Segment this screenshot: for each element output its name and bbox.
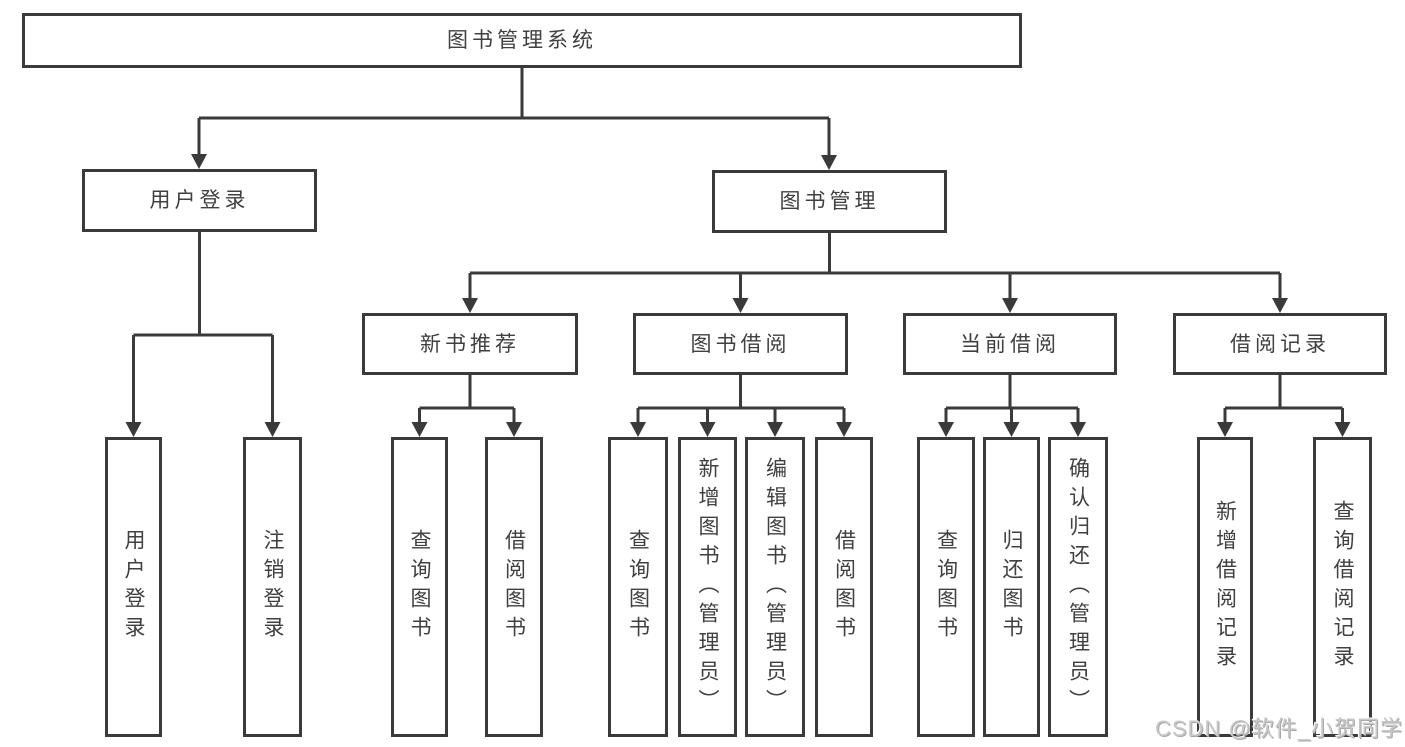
leaf-edit-book-admin: 编辑图书（管理员） xyxy=(745,437,805,737)
leaf-query-books-2: 查询图书 xyxy=(608,437,668,737)
leaf-query-borrow-record-label: 查询借阅记录 xyxy=(1331,500,1354,674)
node-new-book-rec-label: 新书推荐 xyxy=(420,332,520,356)
arrowhead-icon xyxy=(1070,422,1086,437)
connector-new-book-rec-subtree xyxy=(418,375,516,424)
arrowhead-icon xyxy=(1002,298,1018,313)
leaf-borrow-books-1-label: 借阅图书 xyxy=(502,529,526,645)
node-book-borrow: 图书借阅 xyxy=(633,313,848,375)
leaf-query-books-1-label: 查询图书 xyxy=(408,529,431,645)
arrowhead-icon xyxy=(462,298,478,313)
node-current-borrow-label: 当前借阅 xyxy=(960,332,1060,356)
arrowhead-icon xyxy=(506,422,522,437)
node-book-mgmt-label: 图书管理 xyxy=(779,190,880,213)
node-user-login: 用户登录 xyxy=(82,169,317,232)
leaf-query-borrow-record: 查询借阅记录 xyxy=(1313,437,1372,737)
leaf-confirm-return-admin: 确认归还（管理员） xyxy=(1048,437,1108,737)
arrowhead-icon xyxy=(1003,422,1020,437)
node-root: 图书管理系统 xyxy=(22,13,1022,68)
connector-book-mgmt-to-level3 xyxy=(468,233,1282,300)
leaf-return-book: 归还图书 xyxy=(983,437,1040,737)
connector-book-borrow-subtree xyxy=(636,375,846,424)
node-book-borrow-label: 图书借阅 xyxy=(690,332,791,356)
leaf-user-login-label: 用户登录 xyxy=(122,529,145,645)
node-user-login-label: 用户登录 xyxy=(149,189,250,212)
arrowhead-icon xyxy=(264,422,281,437)
connector-root-to-level2 xyxy=(197,68,831,157)
arrowhead-icon xyxy=(732,298,749,313)
connector-current-borrow-subtree xyxy=(944,375,1080,424)
connector-user-login-subtree xyxy=(132,232,274,424)
leaf-edit-book-admin-label: 编辑图书（管理员） xyxy=(763,456,787,718)
arrowhead-icon xyxy=(411,422,428,437)
arrowhead-icon xyxy=(1334,422,1351,437)
leaf-logout: 注销登录 xyxy=(243,437,302,737)
arrowhead-icon xyxy=(125,422,142,437)
node-borrow-records: 借阅记录 xyxy=(1173,313,1387,375)
leaf-query-books-3: 查询图书 xyxy=(917,437,975,737)
leaf-borrow-books-2-label: 借阅图书 xyxy=(832,529,856,645)
leaf-add-book-admin: 新增图书（管理员） xyxy=(678,437,737,737)
watermark: CSDN @软件_小贺同学 xyxy=(1154,716,1403,741)
arrowhead-icon xyxy=(630,422,646,437)
leaf-add-book-admin-label: 新增图书（管理员） xyxy=(696,456,719,718)
leaf-logout-label: 注销登录 xyxy=(261,529,284,645)
node-book-mgmt: 图书管理 xyxy=(712,170,947,233)
leaf-user-login: 用户登录 xyxy=(105,437,162,737)
leaf-query-books-2-label: 查询图书 xyxy=(626,529,650,645)
leaf-query-books-1: 查询图书 xyxy=(391,437,448,737)
leaf-add-borrow-record: 新增借阅记录 xyxy=(1197,437,1253,737)
arrowhead-icon xyxy=(836,422,852,437)
arrowhead-icon xyxy=(938,422,954,437)
arrowhead-icon xyxy=(191,154,207,169)
leaf-add-borrow-record-label: 新增借阅记录 xyxy=(1213,500,1237,674)
arrowhead-icon xyxy=(1217,422,1233,437)
leaf-return-book-label: 归还图书 xyxy=(1000,529,1023,645)
arrowhead-icon xyxy=(821,155,837,170)
node-new-book-rec: 新书推荐 xyxy=(362,313,578,375)
arrowhead-icon xyxy=(767,422,783,437)
connector-borrow-records-subtree xyxy=(1223,375,1344,424)
leaf-borrow-books-2: 借阅图书 xyxy=(815,437,873,737)
arrowhead-icon xyxy=(699,422,716,437)
leaf-borrow-books-1: 借阅图书 xyxy=(485,437,543,737)
node-borrow-records-label: 借阅记录 xyxy=(1230,332,1330,356)
node-root-label: 图书管理系统 xyxy=(447,29,597,52)
node-current-borrow: 当前借阅 xyxy=(903,313,1117,375)
arrowheads xyxy=(125,154,1351,437)
leaf-confirm-return-admin-label: 确认归还（管理员） xyxy=(1066,456,1090,718)
arrowhead-icon xyxy=(1272,298,1288,313)
leaf-query-books-3-label: 查询图书 xyxy=(934,529,958,645)
